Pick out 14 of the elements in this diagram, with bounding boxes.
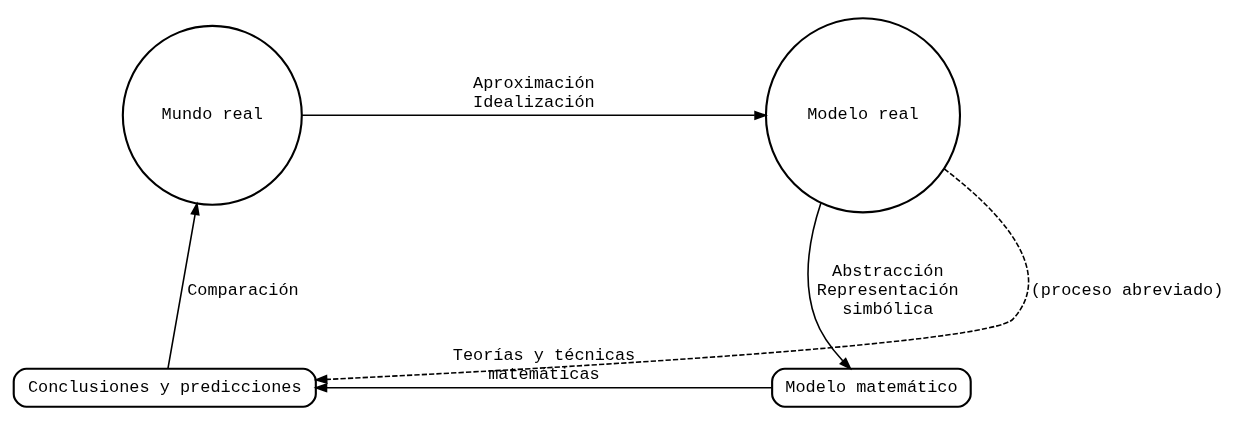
edge-label: Teorías y técnicas matemáticas <box>452 346 636 385</box>
arrow <box>167 201 200 370</box>
edge-label: (proceso abreviado) <box>1030 280 1224 300</box>
edge-label: Abstracción Representación simbólica <box>816 261 959 319</box>
edge-label: Aproximación Idealización <box>473 73 595 112</box>
arrow <box>313 382 773 393</box>
node-circle: Mundo real <box>121 24 303 206</box>
arrow <box>301 110 768 121</box>
node-box: Conclusiones y predicciones <box>12 367 317 408</box>
arrow <box>313 168 1030 385</box>
arrow <box>807 202 853 371</box>
node-circle: Modelo real <box>764 17 962 214</box>
node-box: Modelo matemático <box>771 367 972 408</box>
edge-label: Comparación <box>187 280 299 300</box>
